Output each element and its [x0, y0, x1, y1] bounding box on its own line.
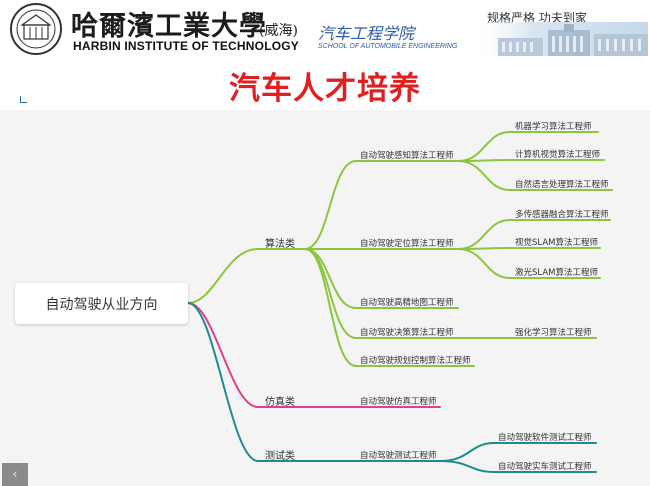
- connector-algo-perception: [305, 161, 356, 249]
- node-reinforcement-learning-engineer[interactable]: 强化学习算法工程师: [515, 326, 592, 338]
- node-hdmap-engineer[interactable]: 自动驾驶高精地图工程师: [360, 296, 454, 308]
- connector-localization-lslam: [458, 249, 510, 278]
- connector-algo-decision: [305, 249, 356, 338]
- connector-root-test: [188, 303, 258, 461]
- connector-localization-vslam: [458, 248, 510, 249]
- node-nlp-engineer[interactable]: 自然语言处理算法工程师: [515, 178, 609, 190]
- node-sensor-fusion-engineer[interactable]: 多传感器融合算法工程师: [515, 208, 609, 220]
- connector-perception-nlp: [458, 161, 510, 190]
- node-test-engineer[interactable]: 自动驾驶测试工程师: [360, 449, 437, 461]
- connector-perception-cv: [458, 160, 510, 161]
- mindmap-root-node[interactable]: 自动驾驶从业方向: [15, 283, 188, 324]
- connector-algo-hdmap: [305, 249, 356, 308]
- node-lidar-slam-engineer[interactable]: 激光SLAM算法工程师: [515, 266, 598, 278]
- previous-slide-button[interactable]: ‹: [2, 463, 28, 486]
- category-simulation[interactable]: 仿真类: [265, 393, 295, 408]
- connector-perception-ml: [458, 132, 510, 161]
- connector-algo-planning: [305, 249, 356, 366]
- node-computer-vision-engineer[interactable]: 计算机视觉算法工程师: [515, 148, 600, 160]
- node-perception-engineer[interactable]: 自动驾驶感知算法工程师: [360, 149, 454, 161]
- category-testing[interactable]: 测试类: [265, 447, 295, 462]
- node-planning-control-engineer[interactable]: 自动驾驶规划控制算法工程师: [360, 354, 471, 366]
- connector-test-vehicle: [440, 461, 494, 472]
- node-machine-learning-engineer[interactable]: 机器学习算法工程师: [515, 120, 592, 132]
- connector-localization-fusion: [458, 220, 510, 249]
- connector-root-sim: [188, 303, 258, 407]
- connector-root-algo: [188, 249, 258, 303]
- node-visual-slam-engineer[interactable]: 视觉SLAM算法工程师: [515, 236, 598, 248]
- chevron-left-icon: ‹: [12, 467, 17, 482]
- node-simulation-engineer[interactable]: 自动驾驶仿真工程师: [360, 395, 437, 407]
- node-vehicle-test-engineer[interactable]: 自动驾驶实车测试工程师: [498, 460, 592, 472]
- node-decision-engineer[interactable]: 自动驾驶决策算法工程师: [360, 326, 454, 338]
- connector-test-software: [440, 443, 494, 461]
- node-software-test-engineer[interactable]: 自动驾驶软件测试工程师: [498, 431, 592, 443]
- category-algorithm[interactable]: 算法类: [265, 235, 295, 250]
- node-localization-engineer[interactable]: 自动驾驶定位算法工程师: [360, 237, 454, 249]
